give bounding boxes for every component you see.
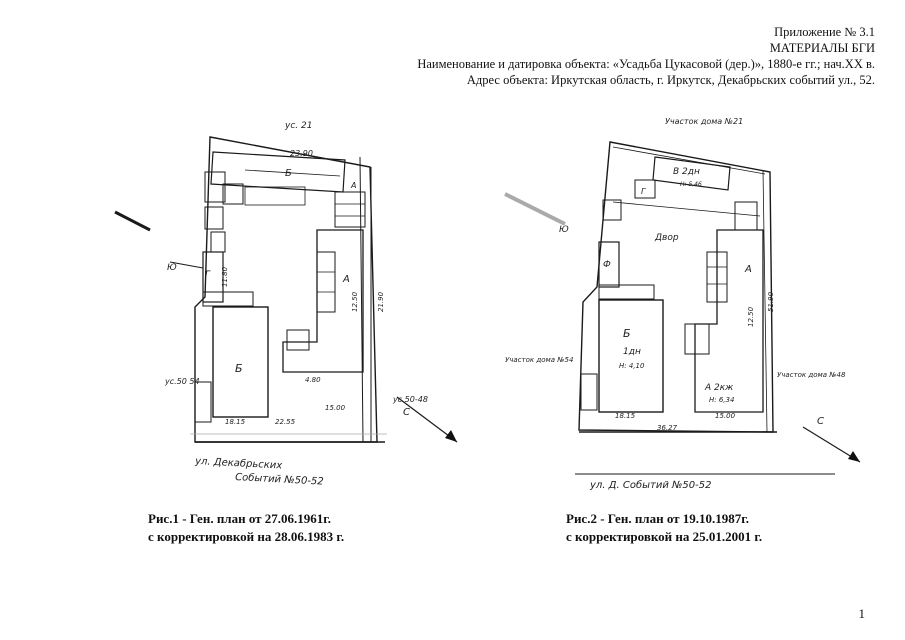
site-plan-1987-drawing: Участок дома №21 В 2дн Н: 5,46 Г Двор Ф … (504, 117, 861, 491)
plan2-label-a-h: Н: 6,34 (709, 396, 734, 404)
plan2-label-g: Г (641, 187, 646, 196)
plan1-building-a (282, 229, 364, 373)
plan1-dim-left: 11.80 (221, 266, 229, 287)
plan2-yu-label: Ю (559, 225, 569, 235)
object-address: Адрес объекта: Иркутская область, г. Ирк… (466, 73, 875, 87)
plan1-dim-bottom-mid: 22.55 (275, 418, 296, 426)
figure-2-caption-line2: с корректировкой на 25.01.2001 г. (566, 529, 763, 544)
plan2-label-b: Б (623, 327, 631, 340)
plan1-dim-right2: 12.50 (351, 291, 359, 312)
plan1-arrow-south (114, 210, 151, 232)
plan1-street-top: ус. 21 (284, 121, 312, 131)
plan2-dim-bottom-left: 18.15 (615, 412, 636, 420)
plan1-label-a: А (342, 274, 350, 285)
plan1-neighbor-left: ус.50 54 (164, 377, 200, 386)
plan2-dim-mid: 12.50 (747, 306, 755, 327)
appendix-number: Приложение № 3.1 (774, 25, 875, 39)
plan2-dim-right: 51.90 (767, 291, 775, 312)
plan1-dim-mid: 4.80 (305, 376, 321, 384)
site-plan-1961-drawing: ус. 21 23.90 Б А Г 11.80 Б А 18.15 22.55… (114, 121, 458, 488)
plan2-building-a (694, 229, 764, 413)
plan2-label-b-floors: 1дн (623, 347, 641, 357)
plan2-neighbor-right: Участок дома №48 (777, 371, 846, 379)
plan2-neighbor-top: Участок дома №21 (665, 117, 743, 126)
object-name: Наименование и датировка объекта: «Усадь… (417, 57, 875, 71)
plan2-dim-bottom-right: 15.00 (715, 412, 736, 420)
plan1-label-b-top: Б (285, 168, 292, 179)
document-header: Приложение № 3.1 МАТЕРИАЛЫ БГИ Наименова… (315, 24, 875, 88)
page-number: 1 (858, 606, 866, 621)
plan1-arrow-north (396, 396, 458, 443)
site-plan-1961: ус. 21 23.90 Б А Г 11.80 Б А 18.15 22.55… (95, 112, 485, 492)
plan1-dim-bottom-left: 18.15 (225, 418, 246, 426)
plan1-yu-label: Ю (167, 263, 177, 273)
plan2-street-bottom: ул. Д. Событий №50-52 (589, 479, 711, 491)
figure-2-caption: Рис.2 - Ген. план от 19.10.1987г. с корр… (566, 510, 762, 546)
plan1-lot-boundary (194, 136, 378, 443)
plan1-building-b (212, 306, 269, 418)
plan1-street-bottom-1: ул. Декабрьских (194, 455, 283, 472)
plan2-north-label: С (817, 416, 824, 427)
plan2-label-a: А (744, 264, 752, 275)
plan1-north-label: С (403, 407, 410, 418)
plan2-neighbor-left: Участок дома №54 (505, 356, 573, 364)
plan1-neighbor-right: ус.50-48 (392, 395, 428, 404)
plan1-label-g: Г (205, 270, 211, 280)
plan2-dim-bottom-total: 36.27 (657, 424, 678, 432)
plan2-label-v: В 2дн (673, 167, 700, 177)
plan2-label-dvor: Двор (654, 233, 679, 243)
plan2-label-b-h: Н: 4,10 (619, 362, 645, 370)
plan2-label-v-h: Н: 5,46 (680, 181, 702, 188)
plan2-building-f (598, 241, 620, 288)
plan1-street-bottom-2: Событий №50-52 (235, 471, 324, 488)
plan1-label-a-top: А (350, 181, 356, 190)
plan1-label-b: Б (235, 362, 243, 375)
plan1-dim-bottom-right: 15.00 (325, 404, 346, 412)
site-plan-1987: Участок дома №21 В 2дн Н: 5,46 Г Двор Ф … (495, 112, 885, 492)
figure-1-caption: Рис.1 - Ген. план от 27.06.1961г. с корр… (148, 510, 344, 546)
materials-title: МАТЕРИАЛЫ БГИ (769, 41, 875, 55)
plan2-building-b (598, 299, 664, 413)
figure-1-caption-line1: Рис.1 - Ген. план от 27.06.1961г. (148, 511, 331, 526)
plan1-dim-top: 23.90 (290, 149, 313, 158)
plan1-dim-right: 21.90 (377, 291, 385, 312)
plan2-label-a-floors: А 2кж (704, 383, 734, 393)
figure-1-caption-line2: с корректировкой на 28.06.1983 г. (148, 529, 345, 544)
plan2-building-g (634, 179, 656, 199)
figure-2-caption-line1: Рис.2 - Ген. план от 19.10.1987г. (566, 511, 749, 526)
plan2-label-f: Ф (603, 260, 611, 270)
plan2-lot-boundary (578, 141, 774, 433)
plan1-building-g (202, 251, 224, 303)
